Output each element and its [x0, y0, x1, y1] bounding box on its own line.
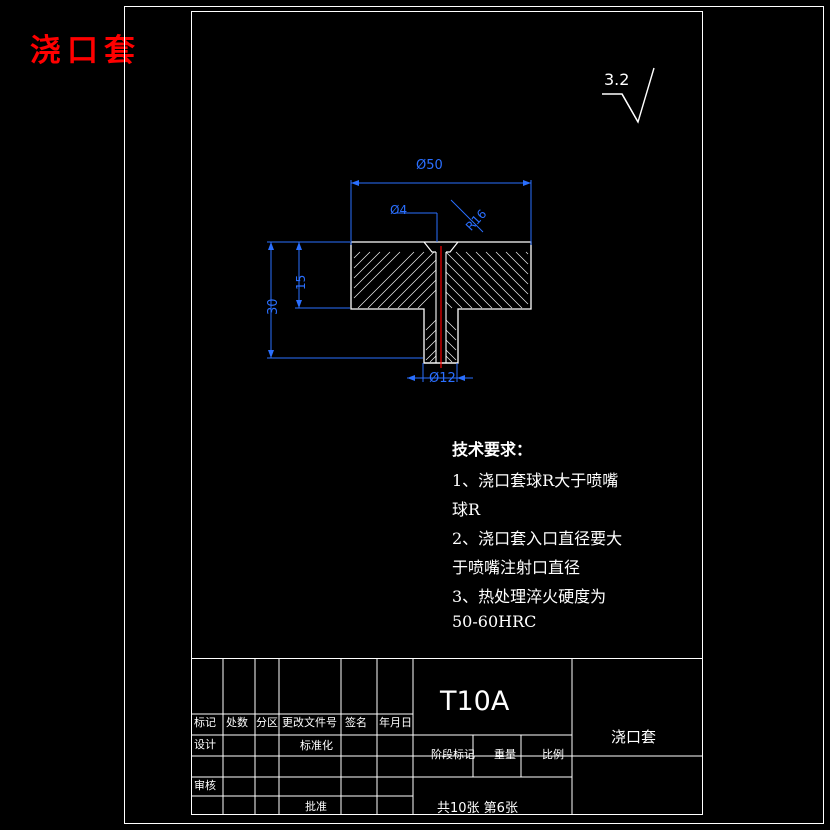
tech-req-line-5: 3、热处理淬火硬度为 [452, 587, 607, 606]
tech-req-heading: 技术要求： [452, 440, 533, 459]
tech-req-line-3: 2、浇口套入口直径要大 [452, 529, 623, 548]
tech-req-line-4: 于喷嘴注射口直径 [452, 558, 581, 577]
titleblock-label-nianyueri: 年月日 [379, 716, 412, 729]
part-geometry [350, 240, 540, 390]
titleblock-label-jieduanbiaoji: 阶段标记 [431, 748, 475, 761]
titleblock-label-chushu: 处数 [226, 716, 248, 729]
titleblock-label-shenhe: 审核 [194, 779, 216, 792]
titleblock-label-pizhun: 批准 [305, 800, 327, 813]
dimension-bore-inlet: Ø4 [390, 203, 408, 217]
title-block [191, 658, 703, 815]
dimension-body-diameter: Ø12 [429, 371, 456, 386]
titleblock-part-name: 浇口套 [611, 728, 657, 746]
titleblock-label-bili: 比例 [542, 748, 564, 761]
dimension-top-diameter: Ø50 [416, 158, 443, 173]
titleblock-label-qianming: 签名 [345, 716, 367, 729]
titleblock-label-biaoji: 标记 [194, 716, 216, 729]
tech-req-line-2: 球R [452, 500, 481, 519]
dimension-total-height: 30 [266, 298, 281, 315]
dimension-flange-thickness-wrap: 15 [294, 275, 309, 304]
titleblock-label-fenqu: 分区 [256, 716, 278, 729]
dimension-layer [255, 150, 575, 400]
tech-req-line-1: 1、浇口套球R大于喷嘴 [452, 471, 619, 490]
tech-req-line-6: 50-60HRC [452, 612, 537, 631]
dimension-radius-wrap: R16 [463, 207, 489, 238]
titleblock-sheet-info: 共10张 第6张 [437, 801, 518, 816]
surface-finish-value: 3.2 [604, 70, 630, 89]
dimension-flange-thickness: 15 [294, 274, 308, 290]
drawing-outer-frame [124, 6, 824, 824]
titleblock-label-genggai: 更改文件号 [282, 716, 337, 729]
red-part-title: 浇口套 [30, 33, 141, 69]
titleblock-material: T10A [440, 686, 510, 717]
titleblock-label-biaozhunhua: 标准化 [300, 739, 333, 752]
dimension-total-height-wrap: 30 [266, 298, 283, 330]
titleblock-label-zhongliang: 重量 [494, 748, 516, 761]
titleblock-label-sheji: 设计 [194, 738, 216, 751]
technical-requirements-block: 技术要求： 1、浇口套球R大于喷嘴 球R 2、浇口套入口直径要大 于喷嘴注射口直… [452, 436, 622, 631]
surface-finish-symbol [600, 66, 660, 136]
